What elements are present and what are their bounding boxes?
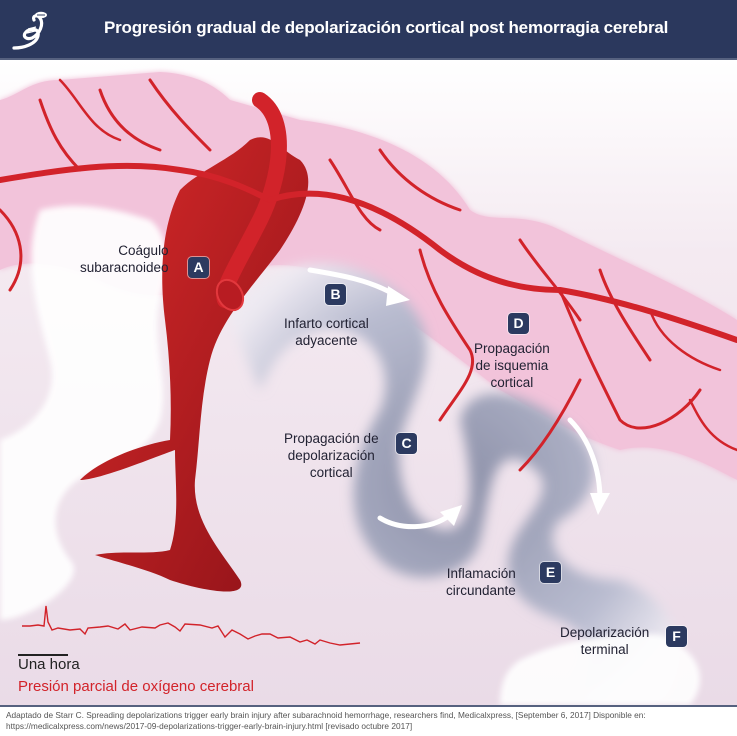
marker-b-badge[interactable]: B [325,284,346,305]
header-bar: Progresión gradual de depolarización cor… [0,0,737,60]
trace-legend-label: Presión parcial de oxígeno cerebral [18,678,254,695]
label-line: Inflamación [446,566,516,581]
label-line: Depolarización [560,625,650,640]
label-line: Propagación [474,341,550,356]
marker-d-badge[interactable]: D [508,313,529,334]
brain-illustration [0,72,737,705]
label-infarct: Infarto cortical adyacente [284,315,369,349]
page-title: Progresión gradual de depolarización cor… [104,18,669,37]
label-line: Coágulo [118,243,169,258]
label-line: Infarto cortical [284,316,369,331]
citation-text: Adaptado de Starr C. Spreading depolariz… [6,710,646,731]
white-matter-left [0,205,167,621]
label-depolarization-spread: Propagación de depolarización cortical [284,430,379,481]
cortical-vessels [0,78,737,472]
time-scale-label: Una hora [18,656,80,673]
label-line: adyacente [295,333,358,348]
label-line: Propagación de [284,431,379,446]
label-line: cortical [490,375,534,390]
footer: Adaptado de Starr C. Spreading depolariz… [0,705,737,736]
label-line: terminal [580,642,629,657]
progression-arrows [307,267,603,530]
artery-cross-section [215,278,245,312]
oxygen-pressure-trace [22,605,361,646]
label-line: cortical [309,465,353,480]
label-line: subaracnoideo [80,260,169,275]
label-line: de isquemia [475,358,549,373]
time-scale-bar [18,654,68,656]
label-line: circundante [446,583,516,598]
brain-fold-logo-icon [12,11,47,50]
white-matter-right [500,633,700,705]
marker-c-badge[interactable]: C [396,433,417,454]
marker-f-badge[interactable]: F [666,626,687,647]
label-line: depolarización [287,448,375,463]
diagram-area: Coágulo subaracnoideo A B Infarto cortic… [0,60,737,705]
label-inflammation: Inflamación circundante [446,565,516,599]
sulcus-path [230,263,677,705]
label-ischemia-spread: Propagación de isquemia cortical [474,340,550,391]
marker-a-badge[interactable]: A [188,257,209,278]
label-terminal-depolarization: Depolarización terminal [560,624,649,658]
marker-e-badge[interactable]: E [540,562,561,583]
label-clot: Coágulo subaracnoideo [80,242,169,276]
